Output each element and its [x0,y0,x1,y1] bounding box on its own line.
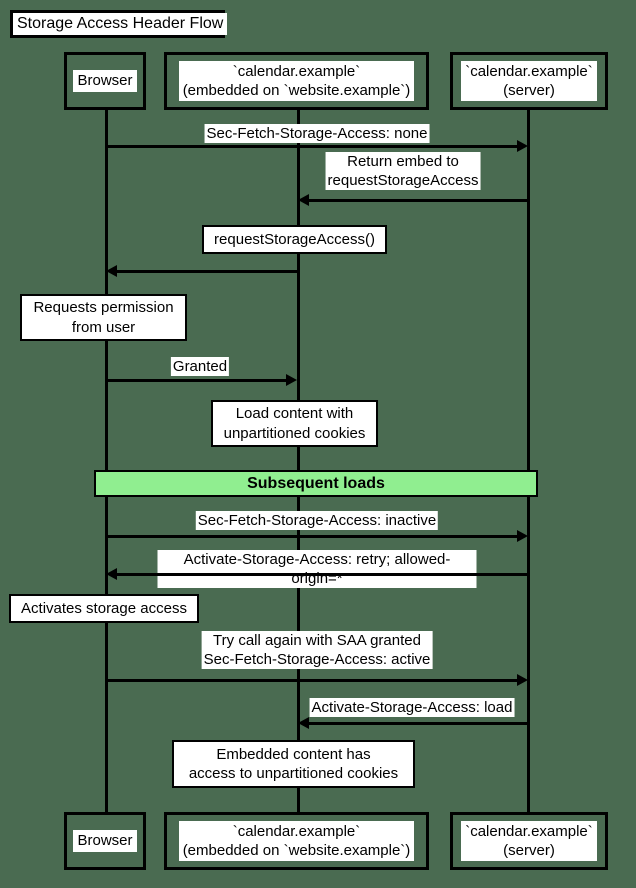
message-line-4 [106,535,520,538]
message-label-return-embed: Return embed to requestStorageAccess [325,152,481,191]
participant-label-embed-bottom: `calendar.example` (embedded on `website… [178,820,415,862]
lifeline-browser [105,110,108,815]
note-load-content: Load content with unpartitioned cookies [211,400,378,447]
note-activates-storage-access: Activates storage access [9,594,199,623]
participant-label-browser-bottom: Browser [73,830,137,852]
message-label-activate-load: Activate-Storage-Access: load [309,698,515,718]
message-label-sec-fetch-inactive: Sec-Fetch-Storage-Access: inactive [195,511,439,531]
message-line-6 [106,679,520,682]
message-line-5 [114,573,528,576]
participant-box-server-top[interactable]: `calendar.example` (server) [450,52,608,110]
message-line-embed-to-browser [114,270,299,273]
message-line-7 [306,722,528,725]
message-arrowhead-5 [106,568,117,580]
diagram-title-box: Storage Access Header Flow [10,10,228,38]
message-arrowhead-1 [517,140,528,152]
message-label-try-call-again: Try call again with SAA granted Sec-Fetc… [201,631,433,670]
message-label-granted: Granted [170,357,230,377]
message-arrowhead-4 [517,530,528,542]
participant-label-browser: Browser [73,70,137,92]
participant-label-server-bottom: `calendar.example` (server) [461,820,597,862]
message-arrowhead-6 [517,674,528,686]
participant-box-embed-bottom[interactable]: `calendar.example` (embedded on `website… [164,812,429,870]
note-requests-permission: Requests permission from user [20,294,187,341]
note-request-storage-access: requestStorageAccess() [202,225,387,254]
message-arrowhead-embed-to-browser [106,265,117,277]
participant-box-embed-top[interactable]: `calendar.example` (embedded on `website… [164,52,429,110]
message-arrowhead-3 [286,374,297,386]
note-embedded-content-access: Embedded content has access to unpartiti… [172,740,415,788]
participant-box-browser-top[interactable]: Browser [64,52,146,110]
participant-box-browser-bottom[interactable]: Browser [64,812,146,870]
message-line-3 [106,379,288,382]
message-line-1 [106,145,520,148]
band-subsequent-loads: Subsequent loads [94,470,538,497]
message-label-activate-retry: Activate-Storage-Access: retry; allowed-… [157,550,477,589]
participant-label-embed: `calendar.example` (embedded on `website… [178,60,415,102]
participant-label-server: `calendar.example` (server) [461,60,597,102]
lifeline-embed [297,110,300,815]
message-line-2 [306,199,528,202]
message-arrowhead-7 [298,717,309,729]
participant-box-server-bottom[interactable]: `calendar.example` (server) [450,812,608,870]
lifeline-server [527,110,530,815]
message-label-sec-fetch-none: Sec-Fetch-Storage-Access: none [204,124,430,144]
message-arrowhead-2 [298,194,309,206]
page-title: Storage Access Header Flow [13,13,228,35]
